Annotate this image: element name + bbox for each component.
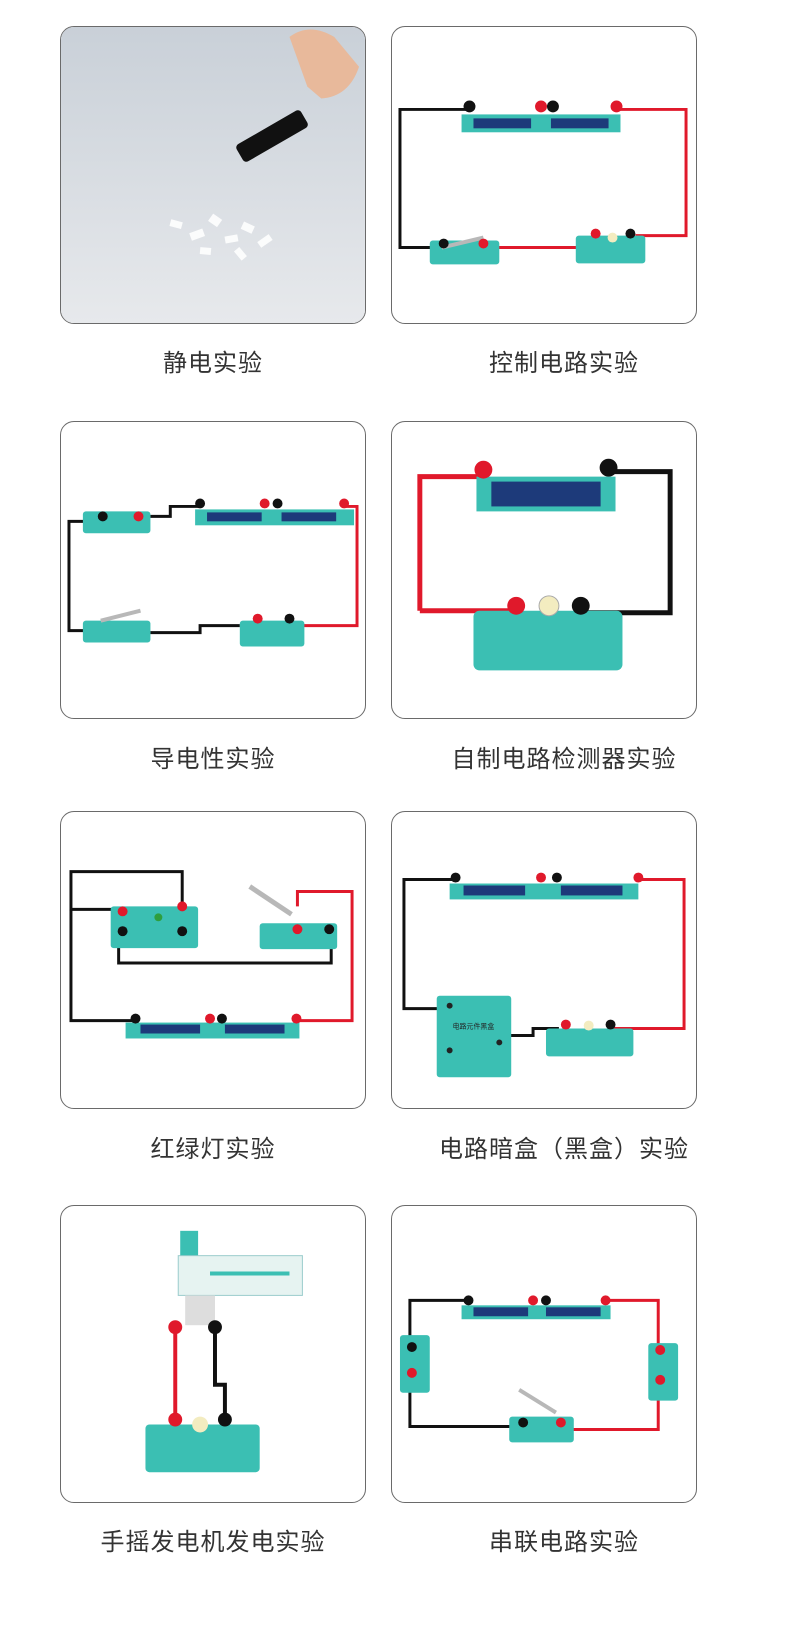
experiment-card-circuit-detector[interactable]: [391, 421, 697, 719]
experiment-card-control-circuit[interactable]: [391, 26, 697, 324]
experiment-card-conductivity[interactable]: [60, 421, 366, 719]
experiment-title: 电路暗盒（黑盒）实验: [439, 1135, 689, 1163]
experiment-title: 红绿灯实验: [150, 1135, 276, 1163]
black-box-diagram: 电路元件黑盒: [402, 872, 686, 1078]
hand-generator-diagram: [145, 1230, 303, 1473]
conductivity-diagram: [67, 498, 359, 647]
experiment-title: 手摇发电机发电实验: [100, 1528, 326, 1556]
experiment-title: 串联电路实验: [489, 1528, 639, 1556]
control-circuit-diagram: [398, 100, 688, 265]
traffic-light-diagram: [69, 870, 354, 1039]
circuit-detector-diagram: [417, 458, 673, 671]
experiment-card-traffic-light[interactable]: [60, 811, 366, 1109]
experiment-card-hand-generator[interactable]: [60, 1205, 366, 1503]
experiment-card-series-circuit[interactable]: [391, 1205, 697, 1503]
experiment-title: 控制电路实验: [489, 349, 639, 377]
experiment-card-static-electricity[interactable]: [60, 26, 366, 324]
static-electricity-photo: [61, 27, 365, 323]
experiment-card-black-box[interactable]: 电路元件黑盒: [391, 811, 697, 1109]
experiment-title: 自制电路检测器实验: [451, 745, 677, 773]
series-circuit-diagram: [399, 1295, 679, 1443]
experiment-title: 导电性实验: [150, 745, 276, 773]
experiment-title: 静电实验: [163, 349, 263, 377]
black-box-label: 电路元件黑盒: [453, 1022, 495, 1031]
